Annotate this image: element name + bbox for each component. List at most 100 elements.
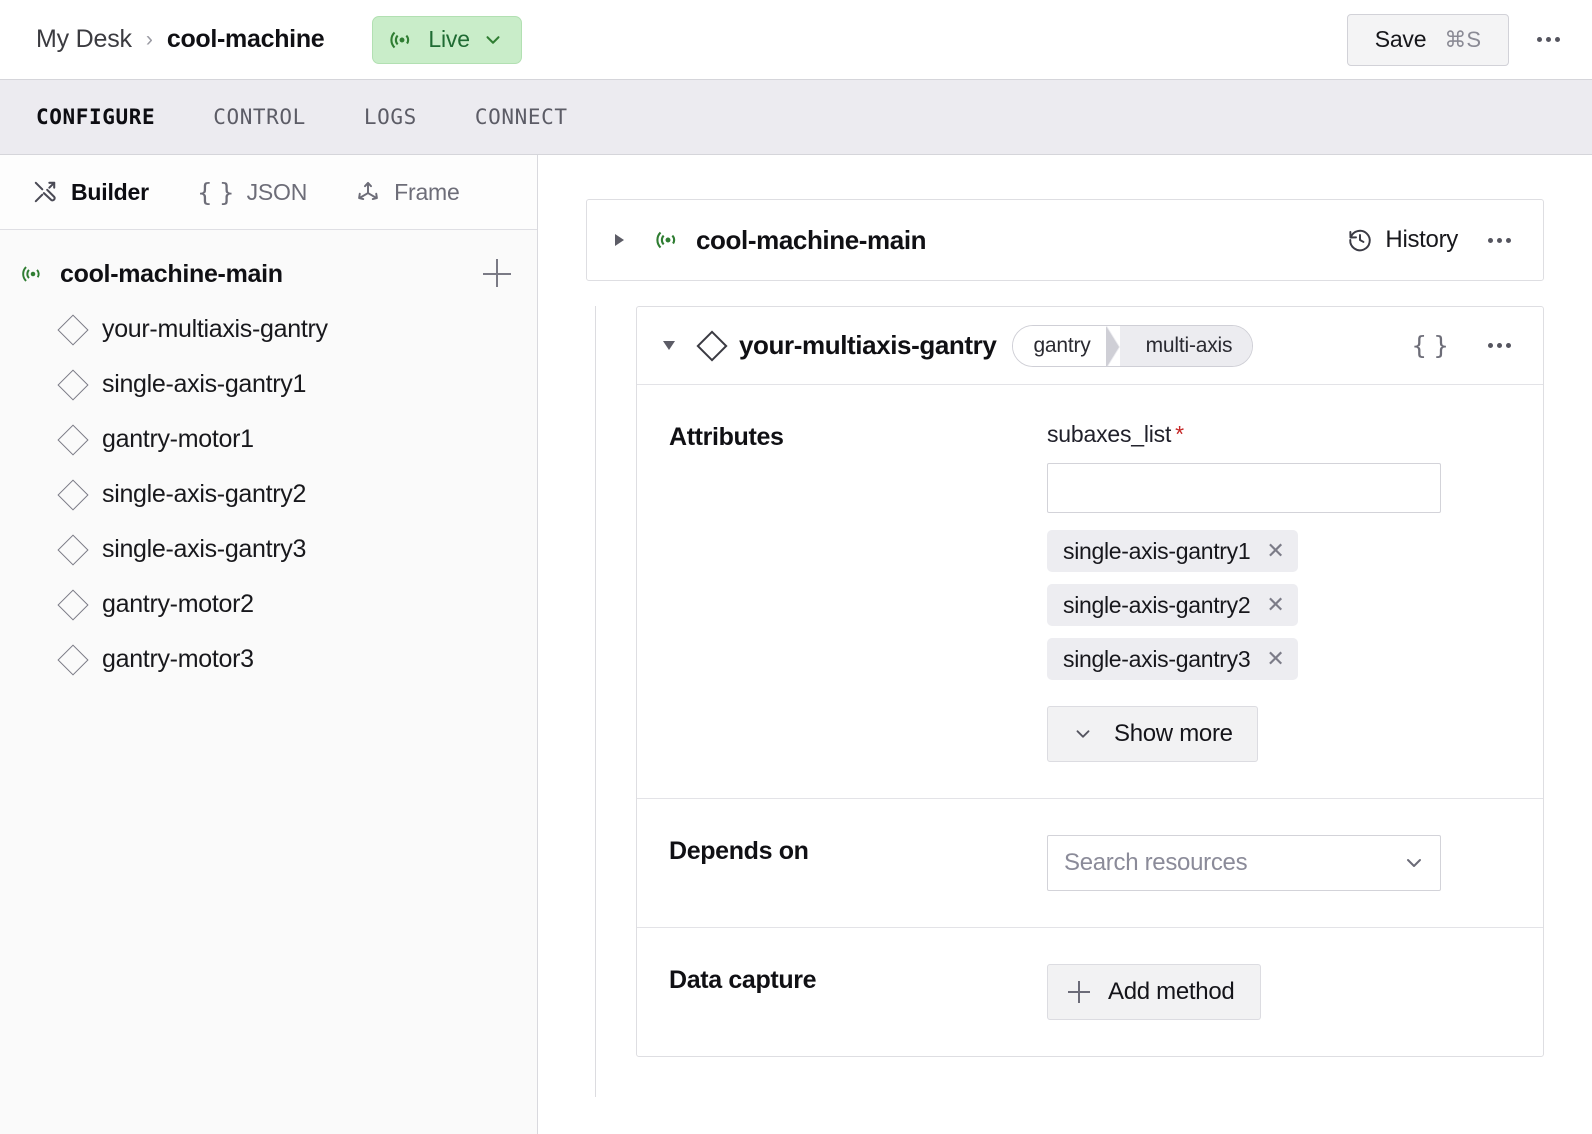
depends-on-select[interactable]: Search resources — [1047, 835, 1441, 891]
tab-control[interactable]: CONTROL — [213, 104, 306, 129]
chevron-down-icon — [1072, 723, 1094, 745]
chevron-down-icon[interactable] — [663, 341, 675, 350]
tree-item-label: gantry-motor3 — [102, 645, 254, 673]
diamond-icon — [57, 368, 89, 401]
resource-card-actions: { } — [1411, 331, 1519, 360]
machine-part-actions: History — [1347, 226, 1519, 254]
tree-item-your-multiaxis-gantry[interactable]: your-multiaxis-gantry — [0, 302, 537, 357]
depends-on-placeholder: Search resources — [1064, 849, 1248, 876]
add-method-button[interactable]: Add method — [1047, 964, 1262, 1020]
diamond-icon — [57, 643, 89, 676]
status-badge[interactable]: Live — [372, 15, 522, 64]
radar-icon — [20, 261, 46, 287]
plus-icon — [1068, 981, 1090, 1003]
main-content: cool-machine-main History — [538, 155, 1592, 1134]
resource-type-breadcrumb[interactable]: gantry multi-axis — [1012, 324, 1254, 367]
row-depends-on-label: Depends on — [669, 837, 809, 865]
close-icon[interactable]: ✕ — [1266, 538, 1285, 563]
clock-rotate-icon — [1347, 227, 1373, 253]
breadcrumb: My Desk › cool-machine — [36, 25, 325, 54]
show-more-label: Show more — [1114, 720, 1233, 747]
tree-item-label: gantry-motor2 — [102, 590, 254, 618]
tab-connect[interactable]: CONNECT — [474, 104, 568, 129]
tab-configure[interactable]: CONFIGURE — [36, 104, 156, 129]
subaxes-list-input[interactable] — [1047, 463, 1441, 513]
breadcrumb-separator-icon: › — [145, 27, 153, 51]
add-resource-icon[interactable] — [483, 259, 513, 289]
row-attributes-label: Attributes — [669, 423, 784, 451]
braces-icon: { } — [196, 177, 235, 207]
save-button-label: Save — [1374, 26, 1427, 52]
more-options-icon[interactable] — [1529, 27, 1568, 52]
resource-tree: cool-machine-main your-multiaxis-gantry … — [0, 230, 537, 687]
view-tab-json[interactable]: { } JSON — [196, 177, 308, 207]
history-button[interactable]: History — [1347, 226, 1458, 254]
resource-type-primary: gantry — [1013, 325, 1107, 366]
tab-logs[interactable]: LOGS — [363, 104, 417, 129]
tag-single-axis-gantry3: single-axis-gantry3 ✕ — [1047, 638, 1299, 680]
tree-item-single-axis-gantry3[interactable]: single-axis-gantry3 — [0, 522, 537, 577]
tag-single-axis-gantry1: single-axis-gantry1 ✕ — [1047, 530, 1299, 572]
diamond-icon — [57, 478, 89, 511]
tag-single-axis-gantry2: single-axis-gantry2 ✕ — [1047, 584, 1299, 626]
breadcrumb-current: cool-machine — [166, 25, 325, 53]
resource-title: your-multiaxis-gantry — [739, 330, 997, 360]
more-options-icon[interactable] — [1480, 228, 1519, 253]
save-button[interactable]: Save ⌘S — [1346, 13, 1509, 66]
diamond-icon — [57, 533, 89, 566]
diamond-icon — [57, 313, 89, 346]
chevron-right-icon[interactable] — [615, 234, 624, 246]
resource-card-header: your-multiaxis-gantry gantry multi-axis … — [637, 307, 1543, 385]
close-icon[interactable]: ✕ — [1266, 646, 1285, 671]
tree-item-gantry-motor3[interactable]: gantry-motor3 — [0, 632, 537, 687]
top-bar: My Desk › cool-machine Live Save ⌘S — [0, 0, 1592, 80]
save-shortcut: ⌘S — [1444, 26, 1481, 52]
tree-item-label: single-axis-gantry2 — [102, 480, 307, 508]
row-attributes-content: subaxes_list* single-axis-gantry1 ✕ sing… — [1047, 421, 1515, 762]
tag-label: single-axis-gantry2 — [1063, 591, 1251, 618]
close-icon[interactable]: ✕ — [1266, 592, 1285, 617]
row-data-capture-content: Add method — [1047, 964, 1515, 1020]
resource-card-your-multiaxis-gantry: your-multiaxis-gantry gantry multi-axis … — [636, 306, 1544, 1057]
tree-item-label: single-axis-gantry3 — [102, 535, 307, 563]
chevron-down-icon — [482, 29, 504, 51]
tree-item-single-axis-gantry2[interactable]: single-axis-gantry2 — [0, 467, 537, 522]
machine-part-title: cool-machine-main — [696, 224, 927, 255]
view-tab-builder-label: Builder — [71, 178, 149, 205]
view-tab-builder[interactable]: Builder — [32, 179, 149, 206]
required-marker: * — [1175, 421, 1184, 447]
top-bar-actions: Save ⌘S — [1346, 13, 1568, 66]
braces-icon[interactable]: { } — [1411, 331, 1449, 360]
more-options-icon[interactable] — [1480, 333, 1519, 358]
view-tab-frame[interactable]: Frame — [355, 178, 460, 206]
diamond-icon — [57, 588, 89, 621]
axes-icon — [355, 179, 381, 205]
tree-root-cool-machine-main[interactable]: cool-machine-main — [0, 246, 537, 302]
view-tab-frame-label: Frame — [394, 178, 460, 205]
machine-part-card: cool-machine-main History — [586, 199, 1544, 281]
resource-type-secondary: multi-axis — [1119, 325, 1253, 366]
row-data-capture: Data capture Add method — [637, 928, 1543, 1056]
tree-item-label: your-multiaxis-gantry — [102, 315, 328, 343]
breadcrumb-root[interactable]: My Desk — [36, 25, 132, 53]
show-more-button[interactable]: Show more — [1047, 706, 1258, 762]
subaxes-list-label: subaxes_list* — [1047, 421, 1515, 448]
subaxes-list-label-text: subaxes_list — [1047, 421, 1172, 447]
add-method-label: Add method — [1108, 978, 1235, 1005]
tag-label: single-axis-gantry1 — [1063, 537, 1251, 564]
tree-item-label: single-axis-gantry1 — [102, 370, 307, 398]
history-button-label: History — [1385, 226, 1458, 253]
radar-icon — [388, 26, 416, 54]
status-badge-label: Live — [428, 26, 470, 52]
tree-item-single-axis-gantry1[interactable]: single-axis-gantry1 — [0, 357, 537, 412]
tree-item-gantry-motor2[interactable]: gantry-motor2 — [0, 577, 537, 632]
sidebar: Builder { } JSON Frame — [0, 155, 538, 1134]
tree-item-gantry-motor1[interactable]: gantry-motor1 — [0, 412, 537, 467]
row-data-capture-label: Data capture — [669, 966, 817, 994]
tree-root-label: cool-machine-main — [60, 259, 283, 288]
resource-section: your-multiaxis-gantry gantry multi-axis … — [586, 306, 1544, 1097]
view-tab-json-label: JSON — [246, 178, 308, 205]
tools-icon — [32, 179, 58, 205]
diamond-icon — [696, 329, 728, 362]
diamond-icon — [57, 423, 89, 456]
